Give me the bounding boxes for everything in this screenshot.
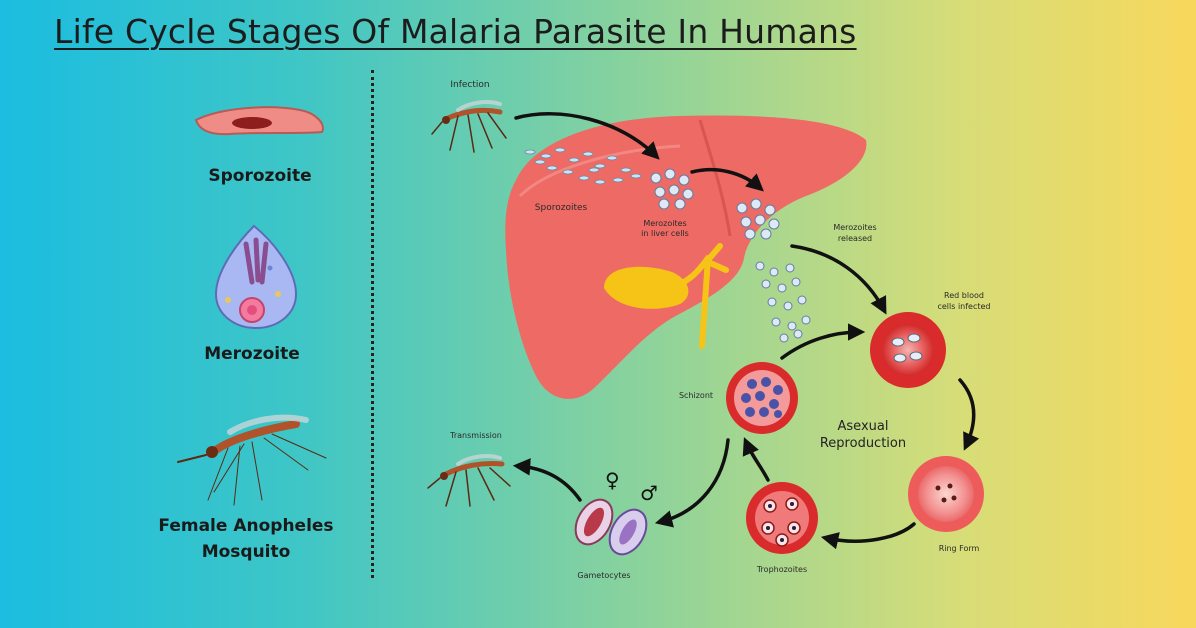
arrow-schizont-to-gametocytes xyxy=(654,438,730,528)
merozoites-released-label-line2: released xyxy=(837,234,873,243)
sporozoite-stream xyxy=(524,147,642,185)
male-symbol-icon: ♂ xyxy=(640,481,658,505)
schizont-label: Schizont xyxy=(678,391,714,400)
arrow-infection-to-liver xyxy=(514,112,660,160)
sporozoite-label: Sporozoite xyxy=(208,166,312,186)
female-symbol-icon: ♀ xyxy=(605,468,620,492)
asexual-label-line1: Asexual xyxy=(837,419,889,434)
asexual-label-line2: Reproduction xyxy=(819,436,907,451)
arrow-rbc-to-ring xyxy=(958,378,980,451)
page-title: Life Cycle Stages Of Malaria Parasite In… xyxy=(54,12,857,51)
sporozoites-label: Sporozoites xyxy=(534,203,588,213)
mosquito-label-line2: Mosquito xyxy=(201,542,291,562)
schizont-icon xyxy=(726,362,798,434)
infected-rbc-icon xyxy=(870,312,946,388)
transmission-label: Transmission xyxy=(450,431,502,440)
liver-icon xyxy=(505,115,867,399)
arrow-schizont-to-rbc xyxy=(780,323,866,360)
arrow-ring-to-trophozoites xyxy=(820,522,916,550)
liver-merozoite-cluster xyxy=(650,168,780,240)
gametocytes-label: Gametocytes xyxy=(577,571,631,580)
mosquito-icon xyxy=(177,414,327,506)
arrow-gametocytes-to-transmission xyxy=(512,458,582,502)
ring-form-icon xyxy=(908,456,984,532)
merozoites-released-label-line1: Merozoites xyxy=(833,223,877,232)
ring-form-label: Ring Form xyxy=(938,544,980,553)
gametocytes-icon xyxy=(574,498,648,556)
sporozoite-icon xyxy=(194,106,324,136)
arrow-merozoites-released xyxy=(790,244,887,315)
liver-merozoites-label-line1: Merozoites xyxy=(643,219,687,228)
transmission-mosquito-icon xyxy=(427,454,511,507)
released-merozoites xyxy=(755,261,811,343)
rbc-infected-label-line2: cells infected xyxy=(937,302,991,311)
trophozoites-label: Trophozoites xyxy=(756,565,808,574)
infection-label: Infection xyxy=(450,80,490,90)
arrow-liver-merozoites xyxy=(690,168,764,192)
merozoite-label: Merozoite xyxy=(204,344,300,364)
mosquito-label-line1: Female Anopheles xyxy=(158,516,334,536)
arrow-trophozoites-to-schizont xyxy=(742,437,770,482)
rbc-infected-label-line1: Red blood xyxy=(944,291,984,300)
cycle-arrows xyxy=(512,112,980,550)
merozoite-icon xyxy=(214,224,298,330)
section-divider xyxy=(371,70,374,578)
infection-mosquito-icon xyxy=(431,100,507,153)
trophozoites-icon xyxy=(746,482,818,554)
liver-merozoites-label-line2: in liver cells xyxy=(641,229,689,238)
